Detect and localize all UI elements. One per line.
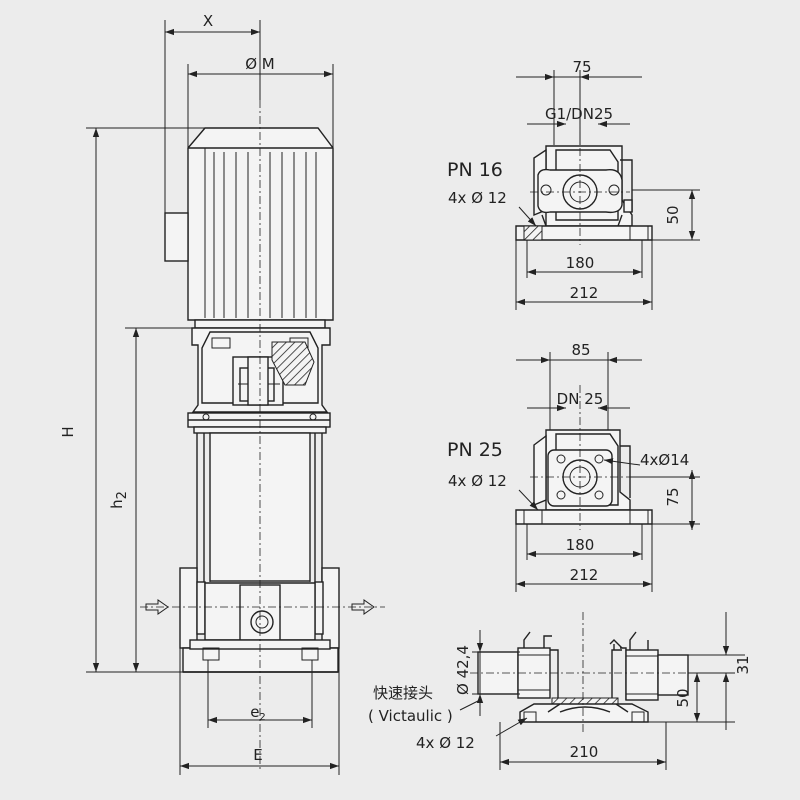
victaulic-dim-diameter: Ø 42,4: [454, 645, 472, 695]
victaulic-dim-50: 50: [674, 688, 692, 707]
pn25-port-label: DN 25: [557, 390, 604, 408]
pn25-title: PN 25: [447, 439, 503, 461]
dim-e2: e2: [207, 660, 313, 728]
victaulic-holes-label: 4x Ø 12: [416, 734, 475, 752]
victaulic-connector-cn: 快速接头: [373, 684, 433, 702]
flow-arrows: [145, 599, 375, 615]
pn25-dim-85: 85: [571, 341, 590, 359]
pump-base: [179, 567, 340, 673]
label-h2-subscript: 2: [115, 491, 130, 499]
pn25-view: 85 DN 25 4x Ø 12 PN 25 4xØ14 75: [447, 341, 700, 592]
label-e2: e: [250, 703, 259, 721]
pn25-dim-212: 212: [570, 566, 599, 584]
pn25-dim-75: 75: [664, 487, 682, 506]
pn25-flange-holes: 4xØ14: [640, 451, 689, 469]
label-e: E: [253, 746, 262, 764]
victaulic-dim-210: 210: [570, 743, 599, 761]
pn16-dim-180: 180: [566, 254, 595, 272]
label-m: Ø M: [245, 55, 275, 73]
label-h: H: [59, 426, 77, 437]
pn25-holes-label: 4x Ø 12: [448, 472, 507, 490]
pn16-dim-212: 212: [570, 284, 599, 302]
coupling-housing: [191, 327, 331, 413]
pn16-port-label: G1/DN25: [545, 105, 613, 123]
pn16-view: 75 G1/DN25 4x Ø 12 PN 16 50 180: [447, 58, 700, 310]
victaulic-dim-31: 31: [734, 655, 752, 674]
pn16-dim-50: 50: [664, 205, 682, 224]
label-e2-subscript: 2: [259, 712, 265, 723]
pn16-title: PN 16: [447, 159, 503, 181]
label-h2: h: [108, 499, 126, 509]
label-x: X: [203, 12, 213, 30]
pump-head: [187, 412, 331, 434]
dim-m: Ø M: [187, 55, 334, 148]
motor: [164, 127, 334, 329]
dim-h2: h2: [108, 327, 192, 673]
pn25-dim-180: 180: [566, 536, 595, 554]
dim-x: X: [164, 12, 261, 215]
svg-text:h2: h2: [108, 491, 130, 509]
pn16-holes-label: 4x Ø 12: [448, 189, 507, 207]
victaulic-connector-en: ( Victaulic ): [368, 707, 453, 725]
pn16-dim-75: 75: [572, 58, 591, 76]
main-pump-view: X Ø M H h2: [59, 12, 385, 775]
svg-text:e2: e2: [250, 703, 266, 723]
dim-e: E: [179, 648, 340, 775]
victaulic-view: Ø 42,4 快速接头 ( Victaulic ) 4x Ø 12 210 50…: [368, 612, 752, 770]
